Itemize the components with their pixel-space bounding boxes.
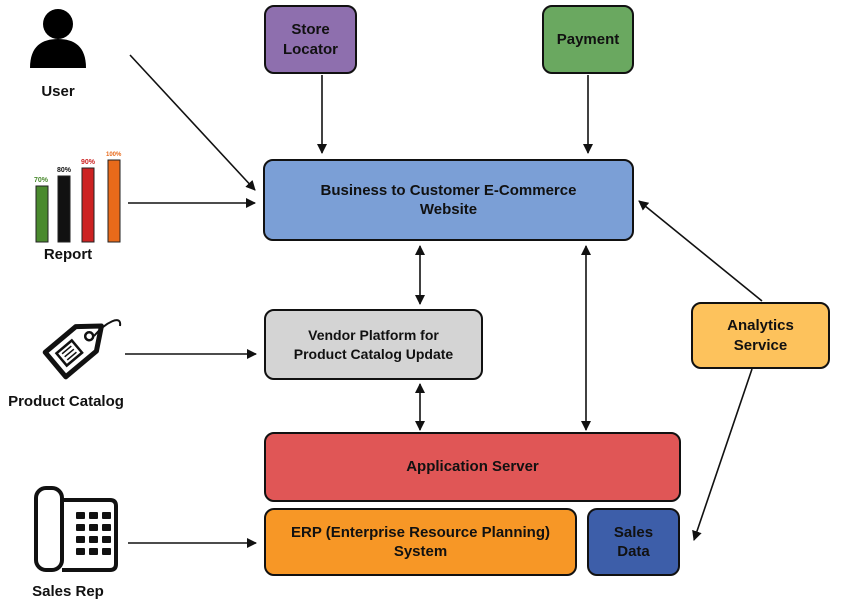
report-chart-icon: 70% 80% 90% 100% <box>34 152 122 243</box>
report-label: Report <box>43 246 93 263</box>
report-pct-80: 80% <box>57 167 72 174</box>
price-tag-icon <box>42 319 122 380</box>
sales-rep-label: Sales Rep <box>32 583 104 600</box>
payment-box: Payment <box>542 5 634 74</box>
store-locator-box: Store Locator <box>264 5 357 74</box>
product-catalog-label: Product Catalog <box>8 393 124 410</box>
vendor-platform-box: Vendor Platform for Product Catalog Upda… <box>264 309 483 380</box>
arrow-analytics-to-salesdata <box>692 368 753 541</box>
report-pct-100: 100% <box>106 152 122 158</box>
user-icon <box>30 9 86 68</box>
erp-system-box: ERP (Enterprise Resource Planning) Syste… <box>264 508 577 576</box>
analytics-service-box: Analytics Service <box>691 302 830 369</box>
arrow-analytics-to-website <box>638 200 763 302</box>
arrow-user-to-website <box>129 54 256 191</box>
report-pct-90: 90% <box>81 159 96 166</box>
application-server-box: Application Server <box>264 432 681 502</box>
telephone-icon <box>34 486 118 572</box>
user-label: User <box>41 83 75 100</box>
report-pct-70: 70% <box>34 177 49 184</box>
sales-data-box: Sales Data <box>587 508 680 576</box>
ecommerce-website-box: Business to Customer E-Commerce Website <box>263 159 634 241</box>
